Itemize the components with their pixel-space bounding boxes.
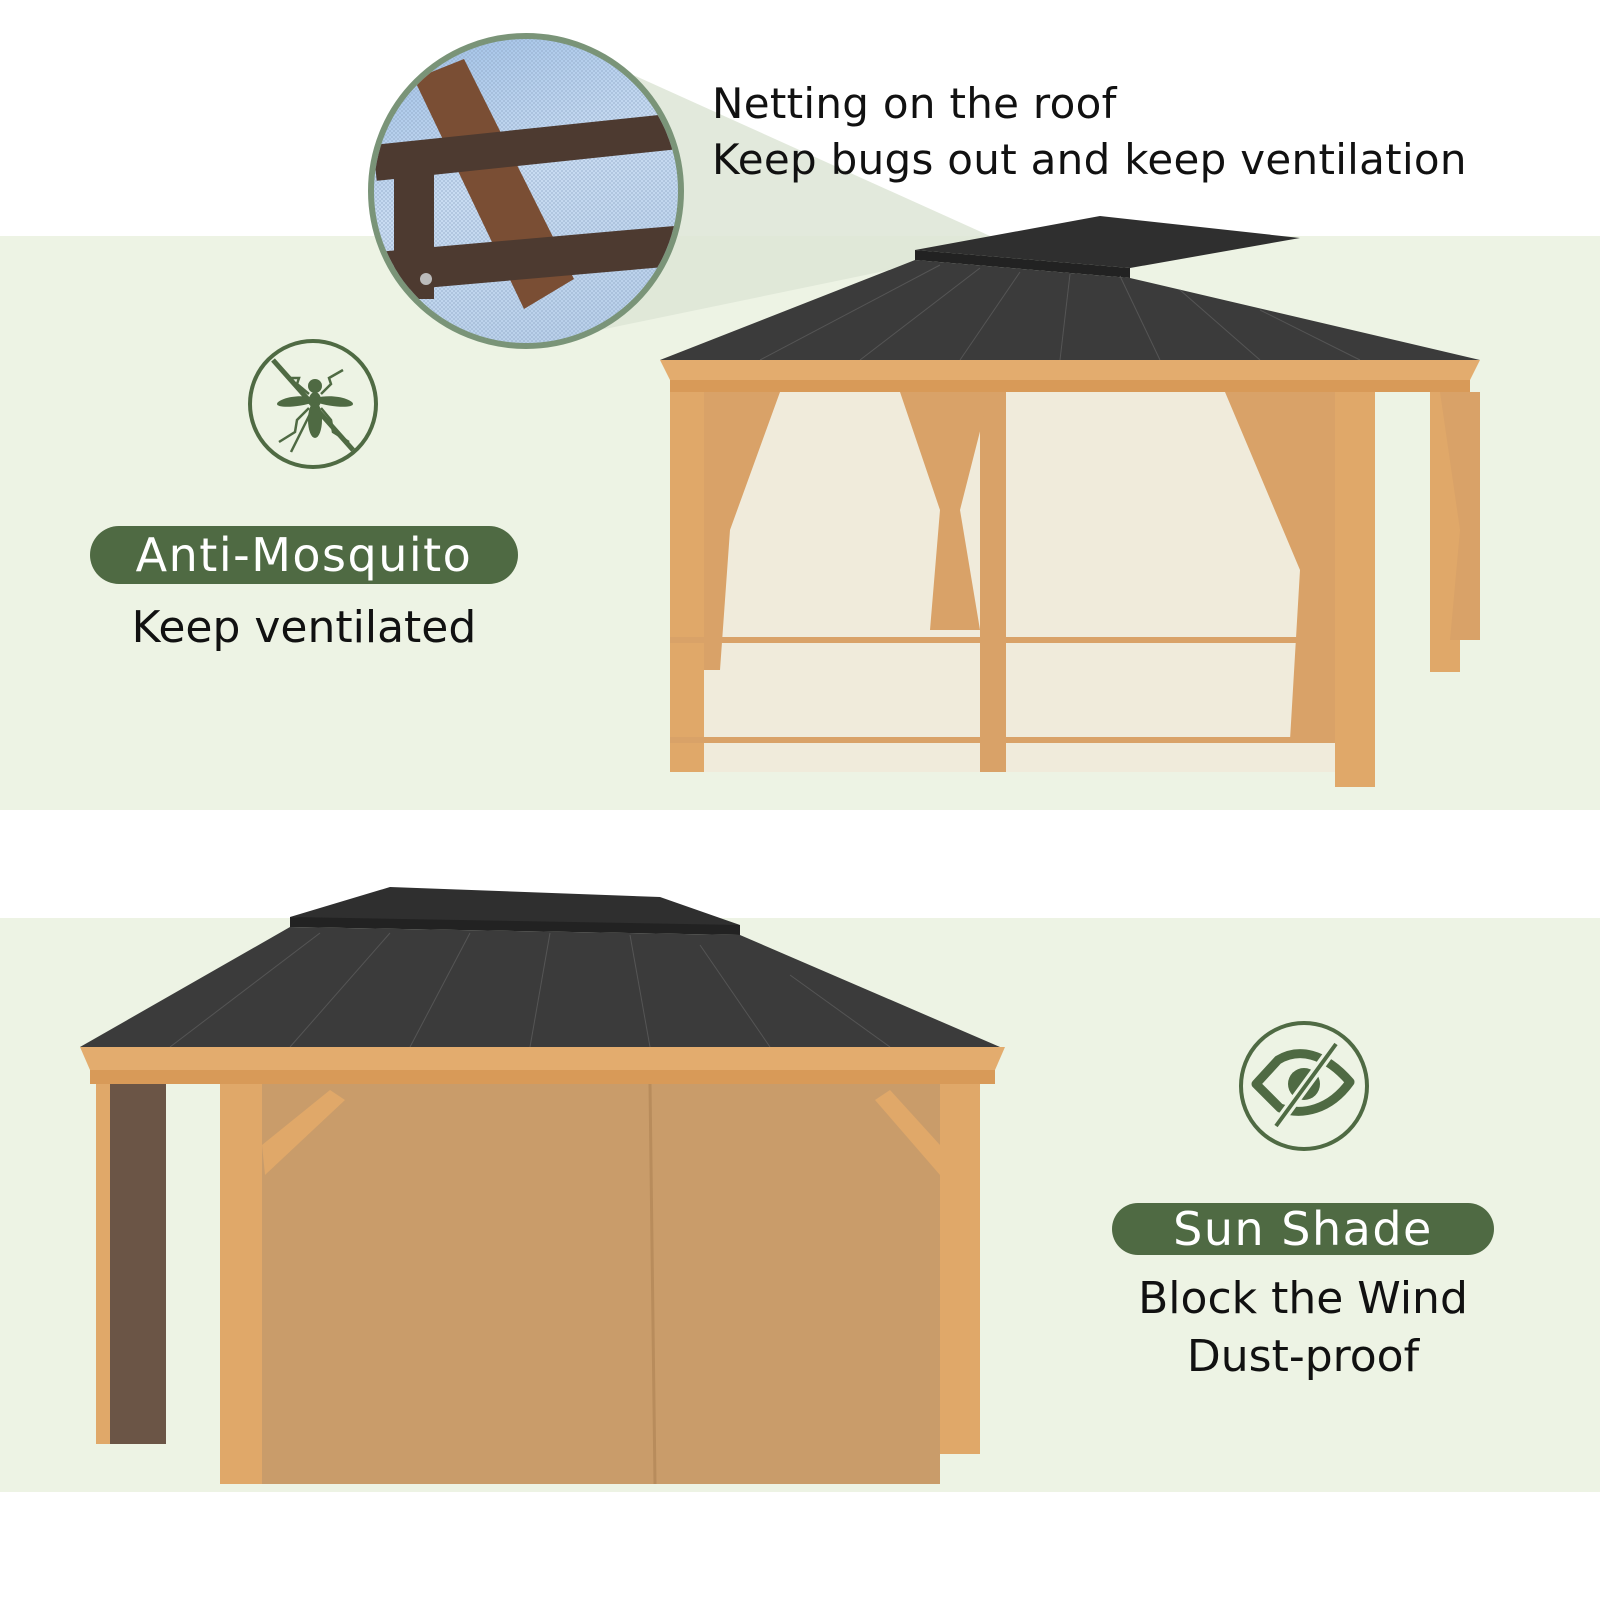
roof-callout-line2: Keep bugs out and keep ventilation bbox=[712, 135, 1467, 184]
roof-callout-text: Netting on the roof Keep bugs out and ke… bbox=[712, 76, 1467, 188]
sun-shade-badge: Sun Shade bbox=[1112, 1203, 1494, 1255]
subtitle-line: Keep ventilated bbox=[131, 602, 477, 653]
subtitle-line: Block the Wind bbox=[1138, 1273, 1468, 1324]
gazebo-with-netting-image bbox=[660, 216, 1480, 787]
anti-mosquito-subtitle: Keep ventilated bbox=[90, 600, 518, 656]
roof-netting-magnifier bbox=[368, 33, 684, 349]
no-mosquito-icon bbox=[247, 338, 379, 470]
gazebo-with-curtains-image bbox=[80, 887, 1005, 1485]
eye-slash-icon bbox=[1238, 1020, 1370, 1152]
anti-mosquito-badge: Anti-Mosquito bbox=[90, 526, 518, 584]
sun-shade-subtitle: Block the Wind Dust-proof bbox=[1112, 1270, 1494, 1386]
roof-callout-line1: Netting on the roof bbox=[712, 79, 1117, 128]
subtitle-line: Dust-proof bbox=[1186, 1331, 1420, 1382]
